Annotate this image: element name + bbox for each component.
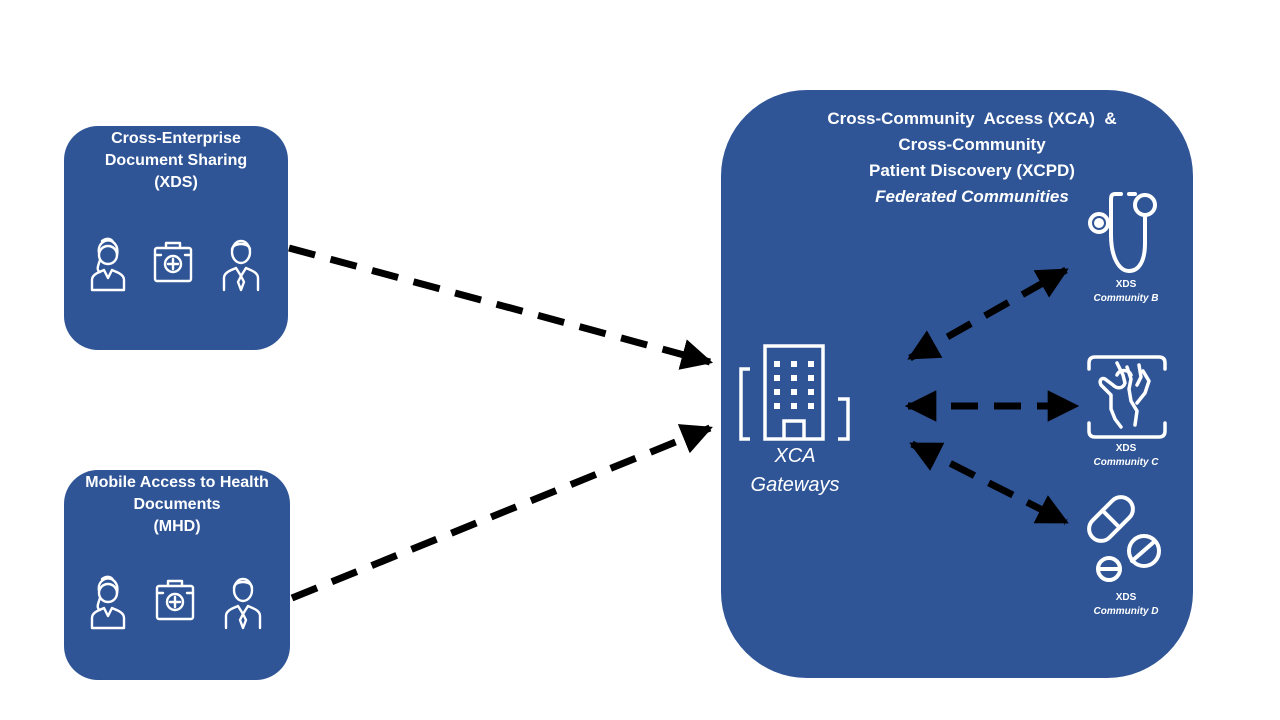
- mhd-title-line-2: Documents: [133, 496, 221, 513]
- woman-user-icon: [90, 236, 126, 292]
- xca-subtitle: Federated Communities: [875, 187, 1069, 206]
- community-d-main: XDS: [1115, 592, 1137, 603]
- arrow-xca-community-b: [907, 266, 1069, 362]
- community-b-sub: Community B: [1093, 293, 1159, 304]
- mhd-title: Mobile Access to Health Documents (MHD): [60, 472, 294, 538]
- community-b-main: XDS: [1115, 279, 1137, 290]
- gateways-label: XCA Gateways: [733, 442, 857, 500]
- mhd-title-line-3: (MHD): [153, 518, 201, 535]
- gateways-label-line-2: Gateways: [750, 474, 840, 496]
- stethoscope-icon: [1085, 191, 1167, 275]
- medical-kit-icon: [153, 239, 193, 283]
- xray-hand-icon: [1087, 355, 1167, 439]
- xds-title-line-2: Document Sharing: [104, 152, 248, 169]
- xds-title-line-1: Cross-Enterprise: [111, 130, 241, 147]
- man-user-icon: [222, 236, 260, 292]
- gateways-label-line-1: XCA: [774, 445, 816, 467]
- community-d-sub: Community D: [1093, 606, 1159, 617]
- community-d-label: XDS Community D: [1071, 591, 1181, 619]
- community-c-sub: Community C: [1093, 457, 1159, 468]
- xds-title: Cross-Enterprise Document Sharing (XDS): [64, 128, 288, 194]
- community-b-label: XDS Community B: [1071, 278, 1181, 306]
- woman-user-icon: [90, 574, 126, 630]
- community-c-label: XDS Community C: [1071, 442, 1181, 470]
- xca-title-line-1: Cross-Community Access (XCA) &: [827, 109, 1117, 128]
- arrow-mhd-to-xca: [290, 424, 713, 602]
- medical-kit-icon: [155, 577, 195, 621]
- xca-box: Cross-Community Access (XCA) & Cross-Com…: [721, 90, 1193, 678]
- xca-title-line-2: Cross-Community: [898, 135, 1046, 154]
- pills-icon: [1087, 493, 1165, 585]
- community-c-main: XDS: [1115, 443, 1137, 454]
- arrow-xds-to-xca: [288, 244, 714, 370]
- xds-title-line-3: (XDS): [154, 174, 198, 191]
- building-icon: [738, 343, 852, 443]
- arrow-xca-community-d: [909, 440, 1069, 526]
- man-user-icon: [224, 574, 262, 630]
- xds-box: Cross-Enterprise Document Sharing (XDS): [64, 126, 288, 350]
- xca-title: Cross-Community Access (XCA) & Cross-Com…: [781, 106, 1163, 210]
- mhd-title-line-1: Mobile Access to Health: [85, 474, 269, 491]
- xca-title-line-3: Patient Discovery (XCPD): [869, 161, 1075, 180]
- mhd-box: Mobile Access to Health Documents (MHD): [64, 470, 290, 680]
